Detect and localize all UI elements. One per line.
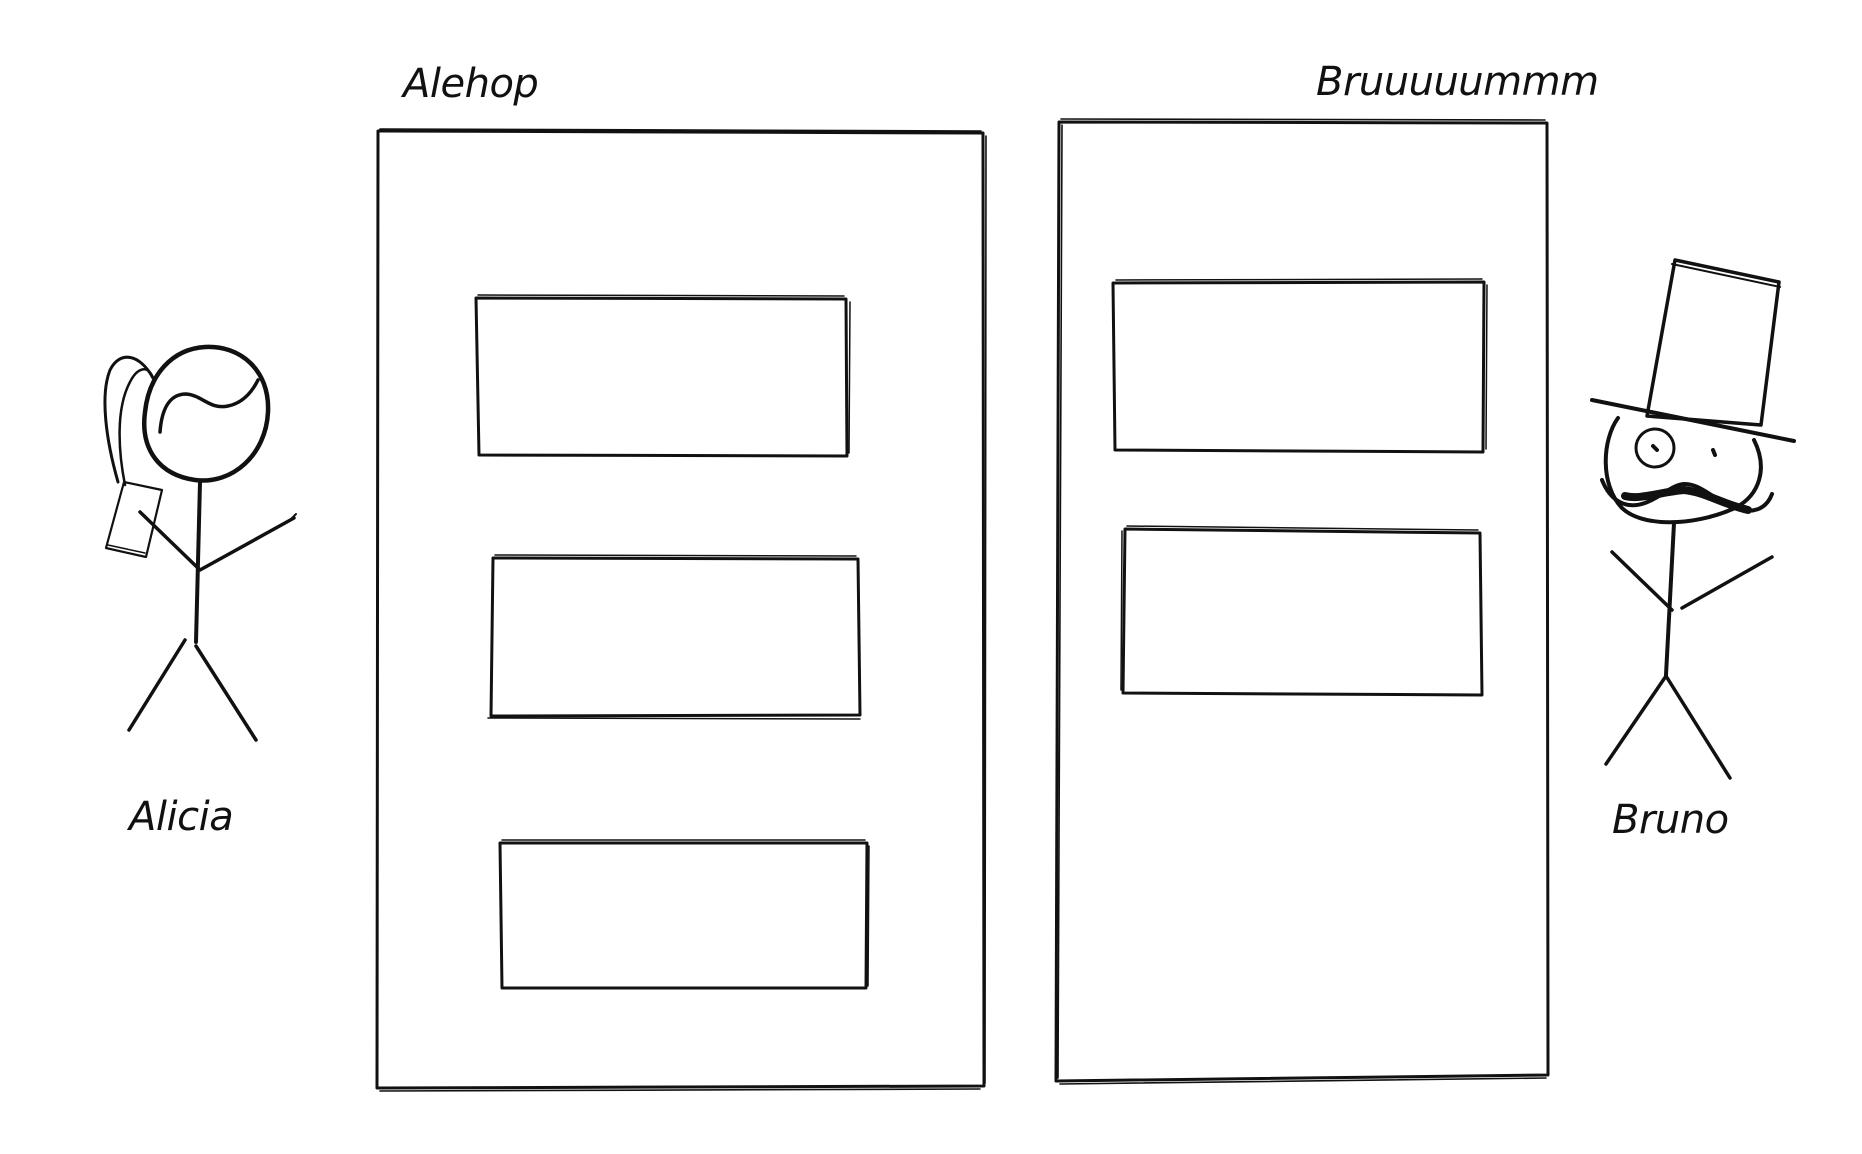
stick-figure-with-ponytail-and-phone-icon [103,344,297,742]
column-bruuuuummm-frame [1054,118,1550,1085]
column-alehop-card-3 [498,839,870,990]
column-alehop-card-2 [487,554,862,720]
person-bruno: Bruno [1590,258,1796,843]
column-alehop-title: Alehop [400,61,538,107]
stick-figure-with-top-hat-monocle-mustache-icon [1590,258,1796,780]
column-alehop-card-1 [474,294,851,458]
column-alehop: Alehop [375,61,987,1092]
person-alicia: Alicia [103,344,297,840]
column-bruuuuummm-card-1 [1111,278,1488,454]
person-alicia-name: Alicia [126,794,233,840]
column-alehop-frame [375,128,987,1092]
person-bruno-name: Bruno [1612,797,1729,843]
column-bruuuuummm-card-2 [1120,525,1484,697]
column-bruuuuummm-title: Bruuuuummm [1316,59,1599,105]
column-bruuuuummm: Bruuuuummm [1054,59,1599,1085]
